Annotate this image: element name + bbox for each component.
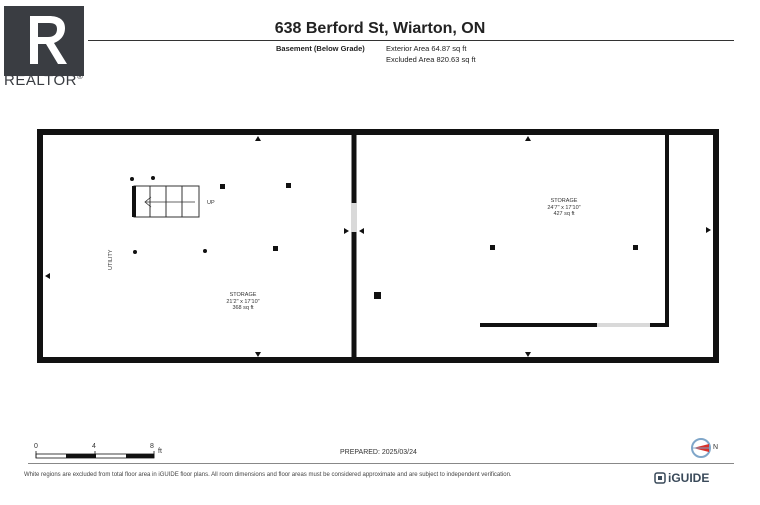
post bbox=[374, 292, 381, 299]
post bbox=[273, 246, 278, 251]
floor-label: Basement (Below Grade) bbox=[276, 44, 365, 53]
arrow-marker bbox=[525, 136, 531, 141]
post bbox=[151, 176, 155, 180]
arrow-marker bbox=[706, 227, 711, 233]
room-area: 368 sq ft bbox=[232, 305, 254, 311]
exterior-area: Exterior Area 64.87 sq ft bbox=[386, 44, 467, 53]
compass-north-label: N bbox=[713, 444, 719, 451]
arrow-marker bbox=[45, 273, 50, 279]
scale-unit: ft bbox=[158, 448, 162, 455]
arrow-marker bbox=[255, 136, 261, 141]
room-label-storage-right: STORAGE 24'7" x 17'10" 427 sq ft bbox=[529, 198, 599, 218]
post bbox=[203, 249, 207, 253]
doorway bbox=[351, 203, 357, 232]
room-name: STORAGE bbox=[229, 292, 257, 298]
realtor-logo: REALTOR® bbox=[4, 6, 84, 89]
scale-bar bbox=[35, 451, 155, 459]
support-posts bbox=[130, 176, 638, 299]
title-divider bbox=[88, 40, 734, 41]
scale-tick-0: 0 bbox=[34, 443, 38, 450]
scale-tick-8: 8 bbox=[150, 443, 154, 450]
room-area: 427 sq ft bbox=[553, 211, 575, 217]
scale-tick-4: 4 bbox=[92, 443, 96, 450]
realtor-logo-mark bbox=[4, 6, 84, 76]
arrow-marker bbox=[344, 228, 349, 234]
footer-divider bbox=[28, 463, 734, 464]
compass bbox=[691, 438, 711, 458]
iguide-brand: iGUIDE bbox=[668, 471, 710, 485]
room-name: STORAGE bbox=[550, 198, 578, 204]
utility-label: UTILITY bbox=[108, 249, 114, 270]
arrow-marker bbox=[359, 228, 364, 234]
post bbox=[220, 184, 225, 189]
post bbox=[130, 177, 134, 181]
room-dimensions: 21'2" x 17'10" bbox=[226, 298, 260, 305]
stairs-up-label: UP bbox=[207, 200, 215, 206]
registered-mark: ® bbox=[76, 72, 84, 81]
post bbox=[490, 245, 495, 250]
prepared-date: PREPARED: 2025/03/24 bbox=[340, 449, 417, 456]
outer-wall bbox=[37, 129, 719, 363]
excluded-area: Excluded Area 820.63 sq ft bbox=[386, 55, 476, 64]
page-title: 638 Berford St, Wiarton, ON bbox=[274, 20, 486, 37]
arrow-marker bbox=[255, 352, 261, 357]
realtor-logo-text: REALTOR bbox=[4, 72, 77, 89]
post bbox=[633, 245, 638, 250]
room-dimensions: 24'7" x 17'10" bbox=[547, 204, 581, 211]
post bbox=[133, 250, 137, 254]
iguide-icon bbox=[654, 472, 666, 484]
post bbox=[286, 183, 291, 188]
dimension-markers bbox=[45, 136, 711, 357]
staircase bbox=[132, 185, 200, 218]
disclaimer-footnote: White regions are excluded from total fl… bbox=[24, 472, 512, 478]
arrow-marker bbox=[525, 352, 531, 357]
room-label-storage-left: STORAGE 21'2" x 17'10" 368 sq ft bbox=[208, 292, 278, 312]
